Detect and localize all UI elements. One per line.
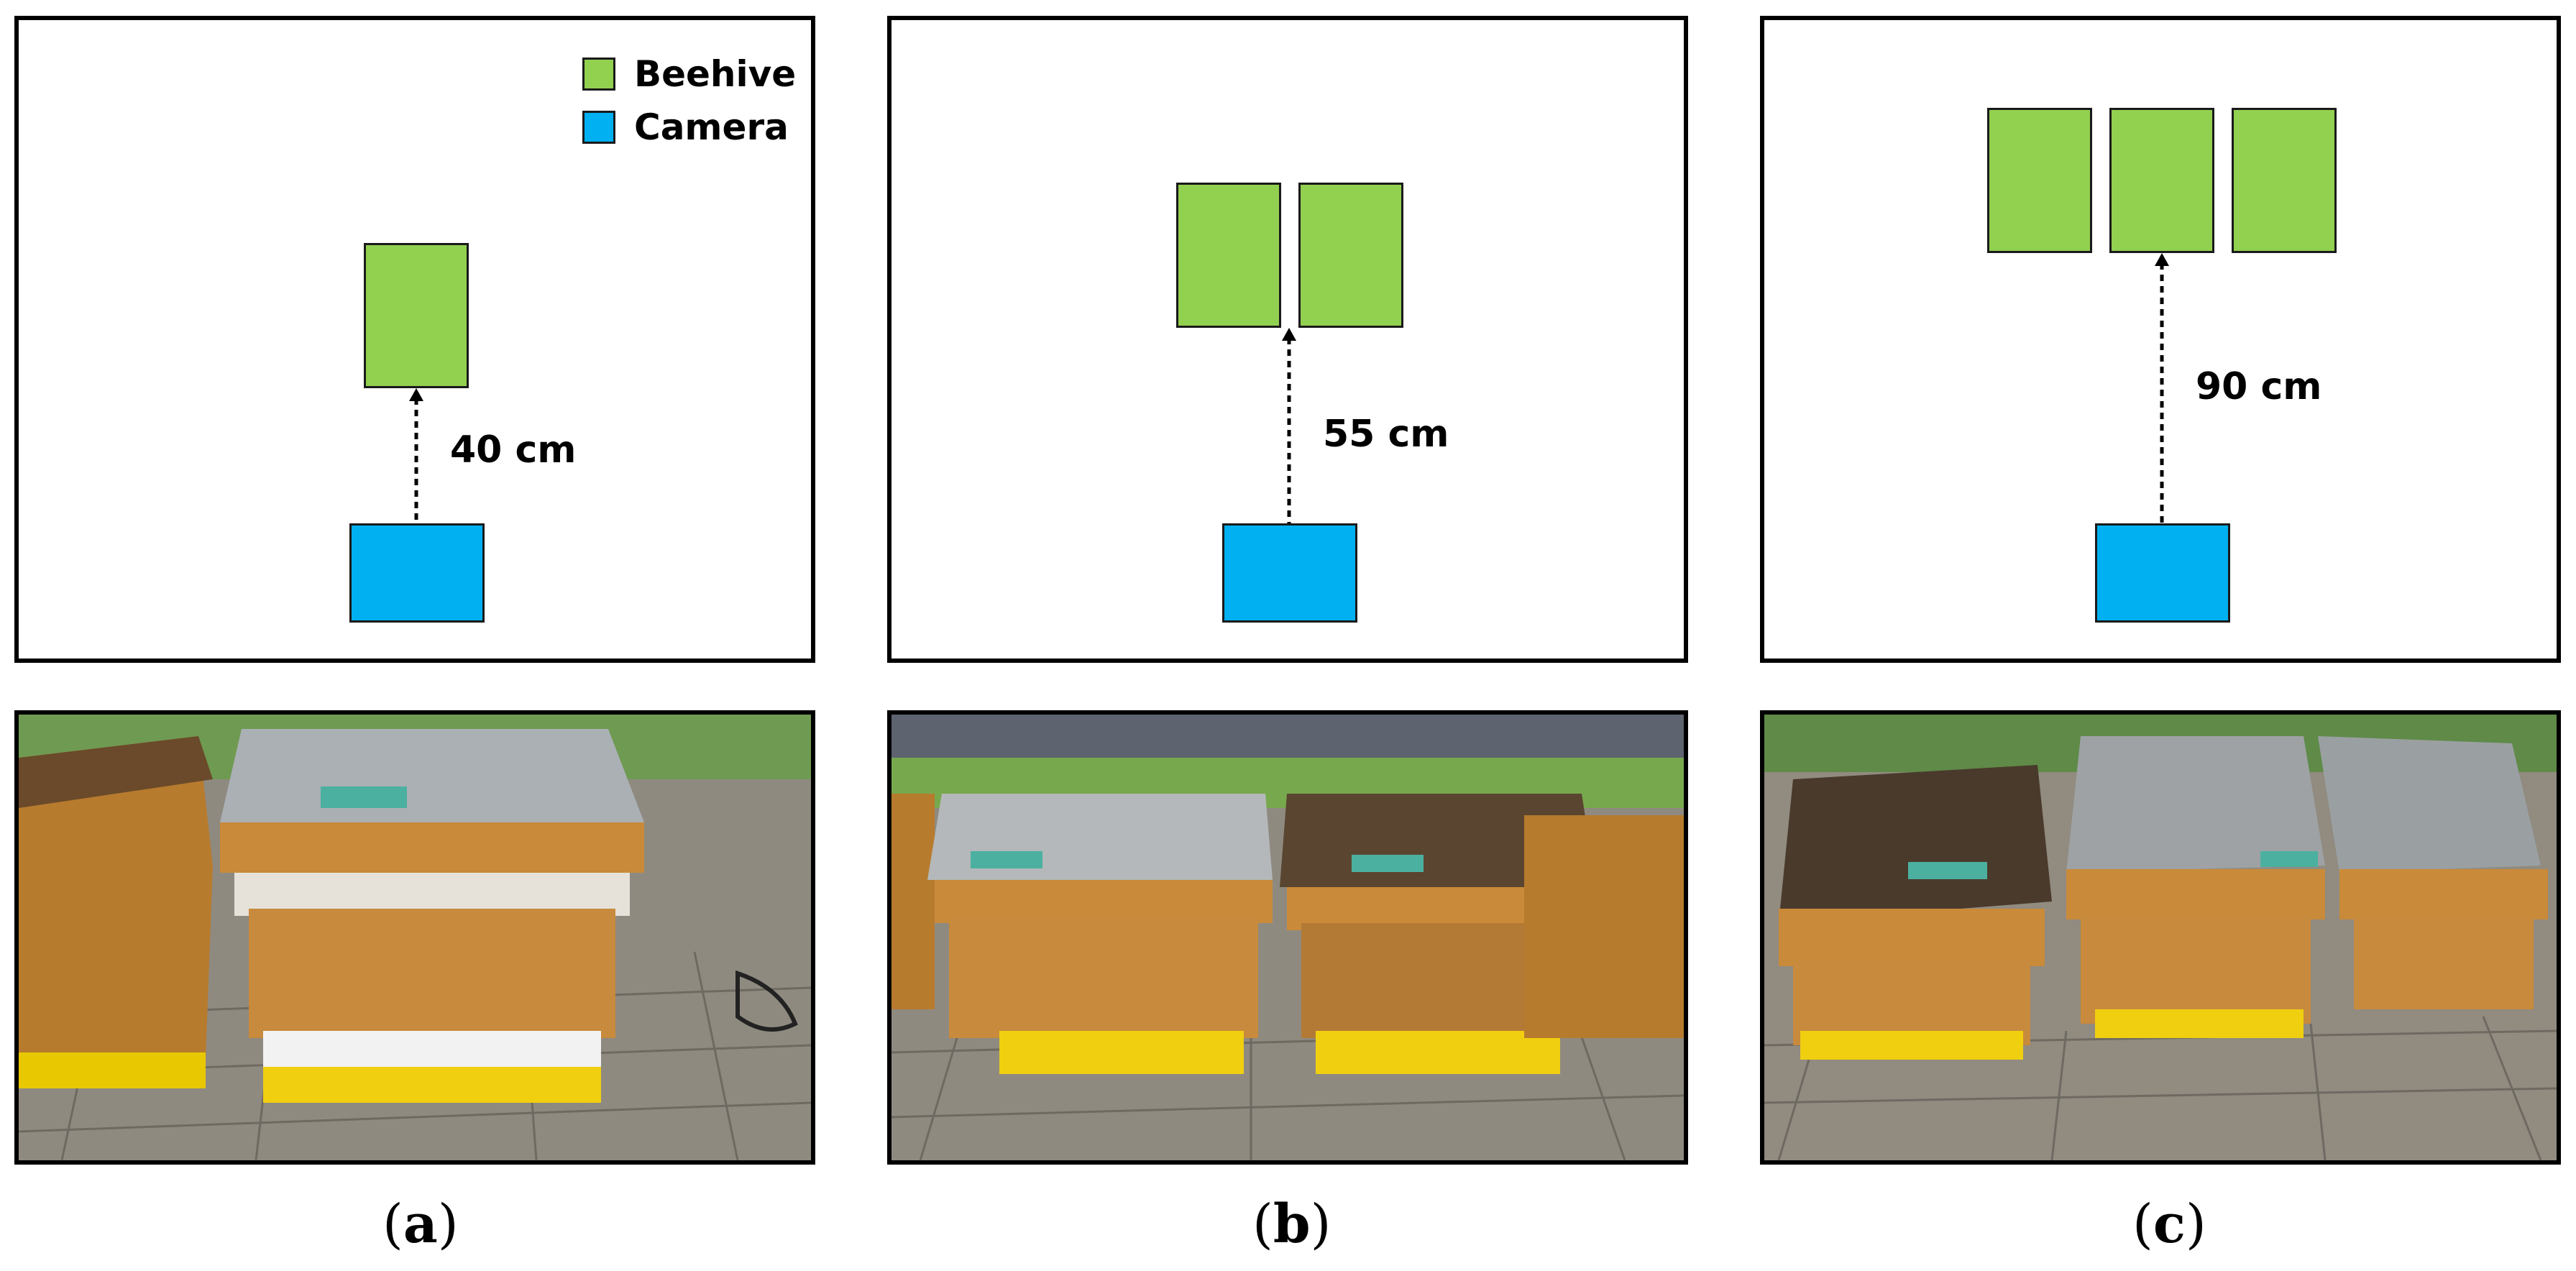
photo-panel-c (1760, 710, 2561, 1165)
caption-b: (b) (1252, 1193, 1331, 1255)
beehive-photo (891, 715, 1684, 1160)
legend-beehive-label: Beehive (634, 53, 797, 95)
beehive-box (2232, 108, 2337, 253)
camera-box (349, 523, 485, 623)
caption-letter: a (403, 1193, 438, 1255)
diagram-panel-b: 55 cm (887, 16, 1688, 663)
legend-camera-swatch (582, 111, 615, 144)
distance-label: 55 cm (1323, 413, 1449, 456)
beehive-box (1987, 108, 2092, 253)
beehive-photo (19, 715, 811, 1160)
camera-box (2095, 523, 2230, 623)
caption-letter: b (1273, 1193, 1311, 1255)
legend-camera: Camera (582, 106, 789, 148)
legend-beehive-swatch (582, 58, 615, 91)
diagram-panel-a: Beehive Camera 40 cm (14, 16, 815, 663)
caption-a: (a) (382, 1193, 459, 1255)
beehive-box (1176, 183, 1281, 328)
beehive-box (364, 243, 469, 388)
caption-letter: c (2153, 1193, 2186, 1255)
beehive-photo (1764, 715, 2557, 1160)
distance-label: 90 cm (2196, 365, 2322, 408)
distance-label: 40 cm (450, 428, 577, 472)
legend-camera-label: Camera (634, 106, 789, 148)
beehive-box (1298, 183, 1403, 328)
beehive-box (2109, 108, 2214, 253)
distance-arrow (2155, 253, 2169, 539)
photo-panel-a (14, 710, 815, 1165)
camera-box (1222, 523, 1357, 623)
photo-panel-b (887, 710, 1688, 1165)
legend-beehive: Beehive (582, 53, 796, 95)
diagram-panel-c: 90 cm (1760, 16, 2561, 663)
caption-c: (c) (2132, 1193, 2206, 1255)
distance-arrow (409, 388, 423, 539)
distance-arrow (1282, 328, 1296, 539)
